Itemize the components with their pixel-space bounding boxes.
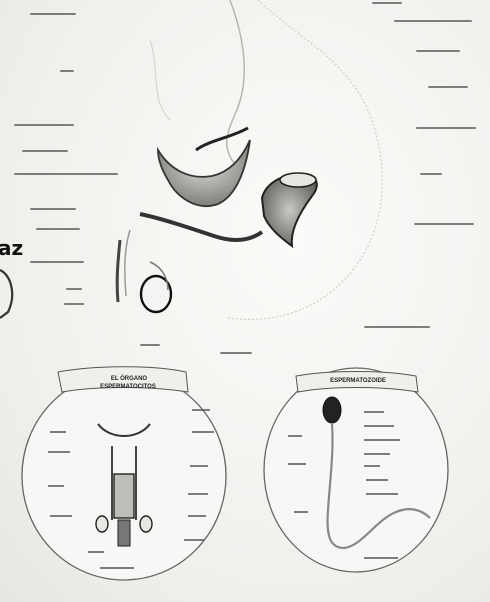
inset-left-title-line2: ESPERMATOCITOS (76, 384, 180, 390)
inset-left-title-line1: EL ÓRGANO (84, 376, 174, 382)
inset-right-title: ESPERMATOZOIDE (306, 378, 410, 384)
